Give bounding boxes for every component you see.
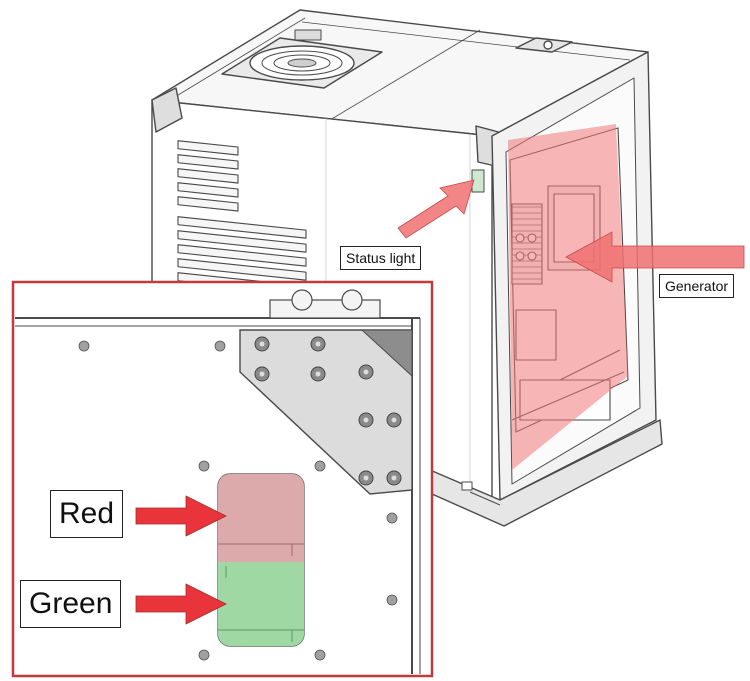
- red-indicator: [218, 474, 304, 562]
- top-handle: [515, 37, 573, 53]
- status-light-lens: [217, 473, 305, 647]
- status-light-label: Status light: [340, 246, 422, 270]
- green-indicator: [218, 562, 304, 646]
- red-arrow: [135, 495, 227, 537]
- generator-highlight: [508, 124, 628, 470]
- generator-label: Generator: [659, 274, 735, 298]
- red-label: Red: [50, 490, 124, 538]
- generator-arrow: [565, 231, 745, 283]
- top-fan: [221, 29, 383, 89]
- status-light-inset: [11, 280, 434, 678]
- green-arrow: [135, 583, 227, 625]
- status-light-arrow: [397, 179, 475, 239]
- green-label: Green: [20, 580, 122, 628]
